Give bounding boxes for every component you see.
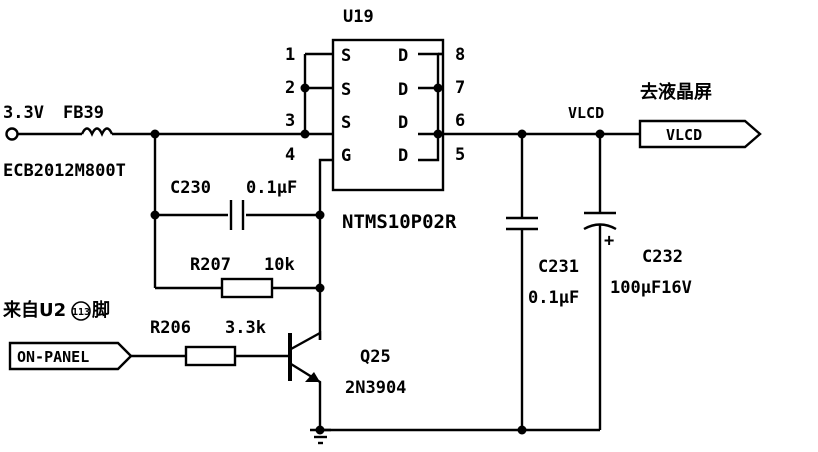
vlcd-port-label: VLCD — [666, 126, 702, 144]
pin-number-5: 5 — [455, 145, 465, 165]
input-source-suffix: 脚 — [92, 300, 110, 321]
ic-ref: U19 — [343, 7, 374, 27]
q25-transistor — [288, 330, 322, 430]
c231-value: 0.1μF — [528, 288, 579, 308]
c232-ref: C232 — [642, 247, 683, 267]
drain-pins — [418, 52, 443, 162]
pin-number-4: 4 — [285, 145, 295, 165]
pin-name-4: G — [341, 146, 351, 166]
c232-capacitor — [583, 211, 617, 231]
pin-name-5: D — [398, 146, 408, 166]
junction-dot — [315, 425, 325, 435]
r206-resistor — [184, 345, 237, 367]
pin-name-7: D — [398, 80, 408, 100]
pin-number-7: 7 — [455, 78, 465, 98]
junction-dot — [150, 210, 160, 220]
c230-ref: C230 — [170, 178, 211, 198]
c232-value: 100μF16V — [610, 278, 692, 298]
q25-part: 2N3904 — [345, 378, 406, 398]
r206-ref: R206 — [150, 318, 191, 338]
r207-ref: R207 — [190, 255, 231, 275]
on-panel-label: ON-PANEL — [17, 348, 89, 366]
supply-terminal — [5, 127, 19, 141]
junction-dot — [433, 129, 443, 139]
c231-ref: C231 — [538, 257, 579, 277]
pin-number-3: 3 — [285, 111, 295, 131]
pin-number-1: 1 — [285, 45, 295, 65]
supply-voltage-label: 3.3V — [3, 103, 44, 123]
pin-number-2: 2 — [285, 78, 295, 98]
gate-wire — [318, 158, 333, 215]
pin-name-3: S — [341, 113, 351, 133]
ferrite-bead — [80, 127, 114, 137]
r207-resistor — [220, 277, 274, 299]
c230-value: 0.1μF — [246, 178, 297, 198]
pin-name-2: S — [341, 80, 351, 100]
pin-name-8: D — [398, 46, 408, 66]
input-source-pin: 113 — [72, 307, 90, 318]
junction-dot — [315, 283, 325, 293]
ic-part-number: NTMS10P02R — [342, 211, 457, 233]
ic-body — [331, 38, 445, 192]
fb39-ref: FB39 — [63, 103, 104, 123]
source-pin-circle — [71, 301, 91, 321]
input-source-prefix: 来自U2 — [2, 299, 66, 321]
pin-number-6: 6 — [455, 111, 465, 131]
q25-ref: Q25 — [360, 347, 391, 367]
c231-capacitor — [506, 216, 538, 231]
vlcd-net-label: VLCD — [568, 104, 604, 122]
pin-name-1: S — [341, 46, 351, 66]
fb39-part: ECB2012M800T — [3, 161, 126, 181]
r207-value: 10k — [264, 255, 295, 275]
source-pins — [303, 52, 333, 136]
c232-polarity: + — [604, 231, 614, 251]
junction-dot — [300, 83, 310, 93]
vlcd-port — [638, 119, 762, 149]
on-panel-port — [8, 341, 133, 371]
pin-name-6: D — [398, 113, 408, 133]
r206-value: 3.3k — [225, 318, 266, 338]
vlcd-destination: 去液晶屏 — [640, 81, 712, 103]
junction-dot — [433, 83, 443, 93]
c230-capacitor — [229, 200, 245, 230]
pin-number-8: 8 — [455, 45, 465, 65]
